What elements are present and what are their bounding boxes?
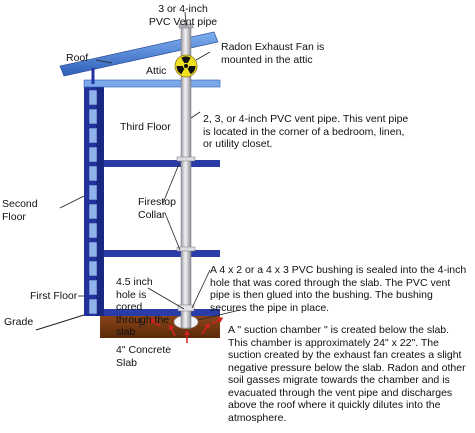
wall-block bbox=[88, 298, 98, 315]
wall-block bbox=[88, 108, 98, 125]
bushing-desc-label: A 4 x 2 or a 4 x 3 PVC bushing is sealed… bbox=[210, 264, 467, 314]
wall-block bbox=[88, 241, 98, 258]
attic-floor bbox=[83, 79, 221, 88]
firestop-collar-lower bbox=[176, 246, 196, 252]
wall-block bbox=[88, 260, 98, 277]
first-floor-label: First Floor bbox=[30, 290, 78, 302]
hole-desc-label: 4.5 inch hole is cored through the slab bbox=[116, 276, 170, 338]
firestop-collar bbox=[176, 156, 196, 162]
third-floor-label: Third Floor bbox=[120, 121, 171, 133]
leader-lines bbox=[59, 11, 241, 328]
second-floor-deck bbox=[104, 250, 220, 257]
radiation-trefoil-icon bbox=[174, 54, 198, 78]
wall-block bbox=[88, 146, 98, 163]
suction-chamber-desc-label: A " suction chamber " is created below t… bbox=[228, 324, 466, 424]
block-wall bbox=[84, 84, 104, 316]
vent-pipe-top-label: 3 or 4-inch PVC Vent pipe bbox=[148, 3, 218, 28]
wall-block bbox=[88, 203, 98, 220]
wall-block bbox=[88, 89, 98, 106]
third-floor-deck bbox=[104, 160, 220, 167]
red-arrow-icon bbox=[149, 317, 224, 343]
wall-block bbox=[88, 184, 98, 201]
wall-block bbox=[88, 279, 98, 296]
second-floor-label: Second Floor bbox=[2, 198, 38, 223]
pvc-bushing bbox=[177, 304, 195, 312]
firestop-collar-label: Firestop Collar bbox=[138, 196, 176, 221]
wall-block bbox=[88, 165, 98, 182]
vent-pipe-desc-label: 2, 3, or 4-inch PVC vent pipe. This vent… bbox=[203, 113, 409, 150]
roof-label: Roof bbox=[66, 52, 89, 64]
wall-block bbox=[88, 222, 98, 239]
concrete-slab-label: 4" Concrete Slab bbox=[116, 344, 172, 369]
grade-label: Grade bbox=[4, 316, 34, 328]
radon-fan-label: Radon Exhaust Fan is mounted in the atti… bbox=[221, 41, 325, 66]
wall-block bbox=[88, 127, 98, 144]
attic-label: Attic bbox=[146, 65, 167, 77]
roof bbox=[59, 31, 219, 77]
concrete-slab bbox=[96, 309, 220, 316]
